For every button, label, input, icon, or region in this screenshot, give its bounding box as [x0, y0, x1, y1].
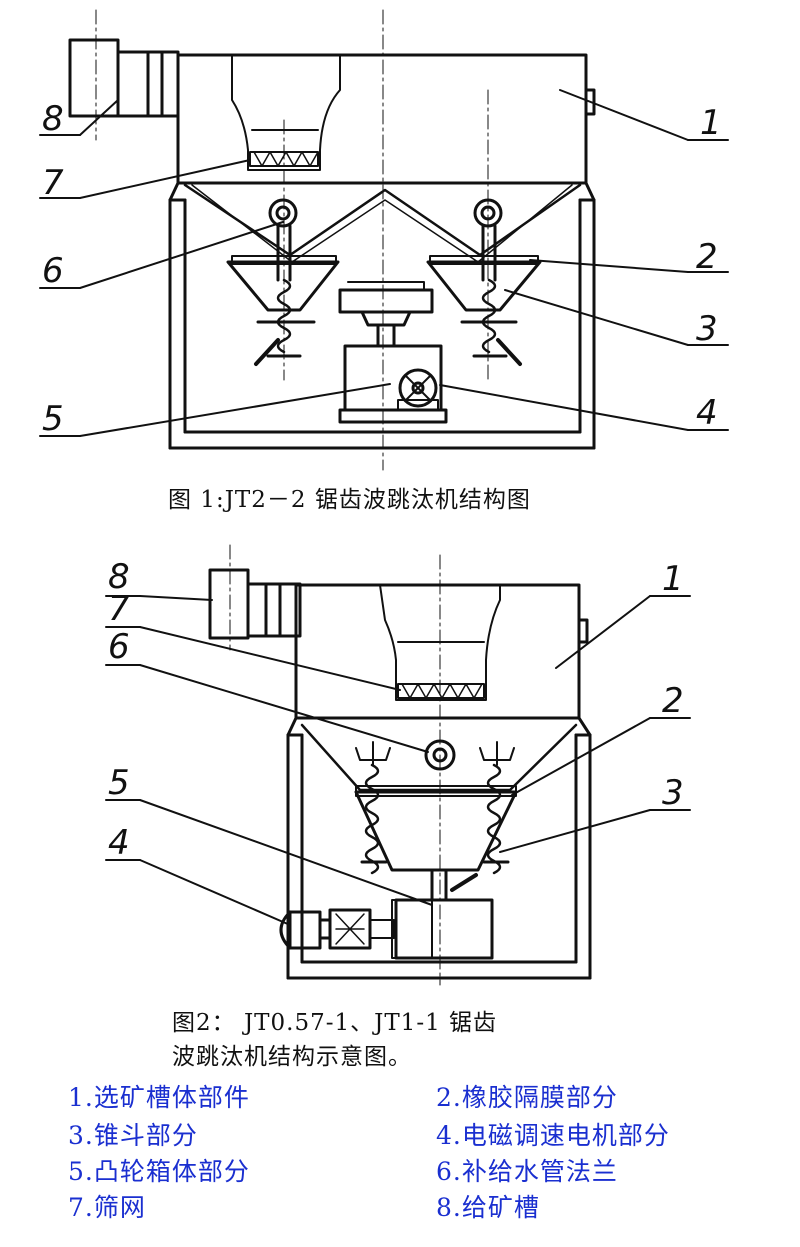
- figure2-caption-line1: 图2： JT0.57-1、JT1-1 锯齿: [172, 1010, 498, 1036]
- technical-drawing: 8 7 6 5 1 2 3 4 8 7 6 5 4 1 2 3: [39, 9, 729, 986]
- fig2-feed-trough: [208, 568, 250, 640]
- fig1-motor-wheel: [398, 368, 438, 408]
- fig2-motor: [288, 910, 322, 950]
- fig2-callout-4: 4: [108, 823, 130, 863]
- legend-item-6: 6.补给水管法兰: [436, 1157, 618, 1186]
- legend-item-7: 7.筛网: [68, 1193, 146, 1222]
- fig2-callout-3: 3: [662, 773, 684, 813]
- fig1-callout-5: 5: [42, 399, 64, 439]
- legend-item-3: 3.锥斗部分: [68, 1121, 198, 1150]
- legend-item-1: 1.选矿槽体部件: [68, 1083, 250, 1112]
- figure2-caption-line2: 波跳汰机结构示意图。: [172, 1044, 412, 1070]
- legend-item-8: 8.给矿槽: [436, 1193, 540, 1222]
- fig1-callout-6: 6: [42, 251, 64, 291]
- legend-item-2: 2.橡胶隔膜部分: [436, 1083, 618, 1112]
- fig1-cone-left: [226, 260, 340, 312]
- fig2-callout-5: 5: [108, 763, 130, 803]
- fig1-flange-left: [268, 198, 298, 228]
- fig1-callout-7: 7: [42, 163, 64, 203]
- fig1-feed-trough: [68, 38, 120, 118]
- legend-item-4: 4.电磁调速电机部分: [436, 1121, 670, 1150]
- fig1-callout-8: 8: [42, 99, 64, 139]
- fig1-callout-4: 4: [696, 393, 718, 433]
- fig1-callout-2: 2: [696, 237, 718, 277]
- fig2-callout-6: 6: [108, 627, 130, 667]
- figure1-drawing: [39, 9, 729, 471]
- fig1-tank-body: [176, 53, 588, 185]
- fig2-callout-7: 7: [108, 589, 130, 629]
- fig1-callout-3: 3: [696, 309, 718, 349]
- legend-item-5: 5.凸轮箱体部分: [68, 1157, 250, 1186]
- fig2-callout-2: 2: [662, 681, 684, 721]
- figure2-drawing: [105, 544, 691, 986]
- figure1-caption: 图 1:JT2－2 锯齿波跳汰机结构图: [168, 487, 531, 513]
- fig2-screen: [397, 683, 485, 699]
- fig2-callout-8: 8: [108, 557, 130, 597]
- fig1-cone-right: [426, 260, 542, 312]
- fig2-cone: [354, 790, 518, 872]
- fig2-callout-1: 1: [662, 559, 684, 599]
- fig1-callout-1: 1: [700, 103, 722, 143]
- fig2-cam-box: [394, 898, 494, 960]
